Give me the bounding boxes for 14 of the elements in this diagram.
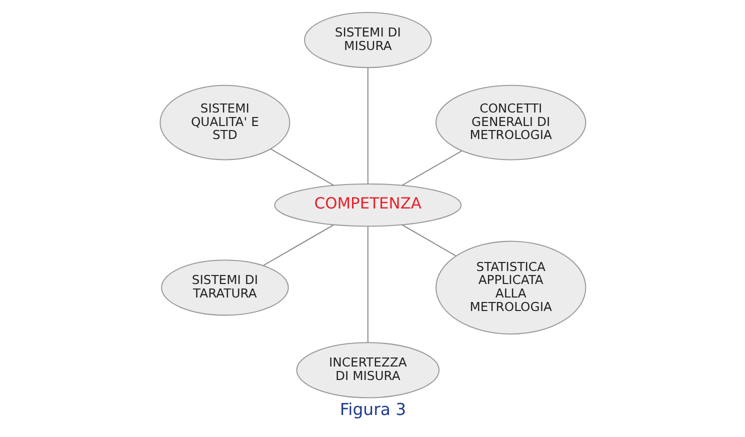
connector (401, 224, 456, 256)
node-ellipse: SISTEMI DI MISURA (304, 12, 432, 68)
node-ellipse: SISTEMI DI TARATURA (160, 260, 288, 316)
node-ellipse: STATISTICA APPLICATA ALLA METROLOGIA (435, 240, 586, 335)
connector (366, 68, 368, 184)
connector (366, 226, 368, 342)
node-ellipse: INCERTEZZA DI MISURA (296, 342, 440, 398)
node-ellipse: CONCETTI GENERALI DI METROLOGIA (435, 84, 586, 160)
caption: Figura 3 (339, 400, 406, 420)
node-ellipse: SISTEMI QUALITA' E STD (159, 84, 290, 160)
connector (401, 150, 462, 186)
connector (262, 224, 334, 266)
node-ellipse: COMPETENZA (274, 183, 462, 227)
connector (270, 148, 334, 186)
